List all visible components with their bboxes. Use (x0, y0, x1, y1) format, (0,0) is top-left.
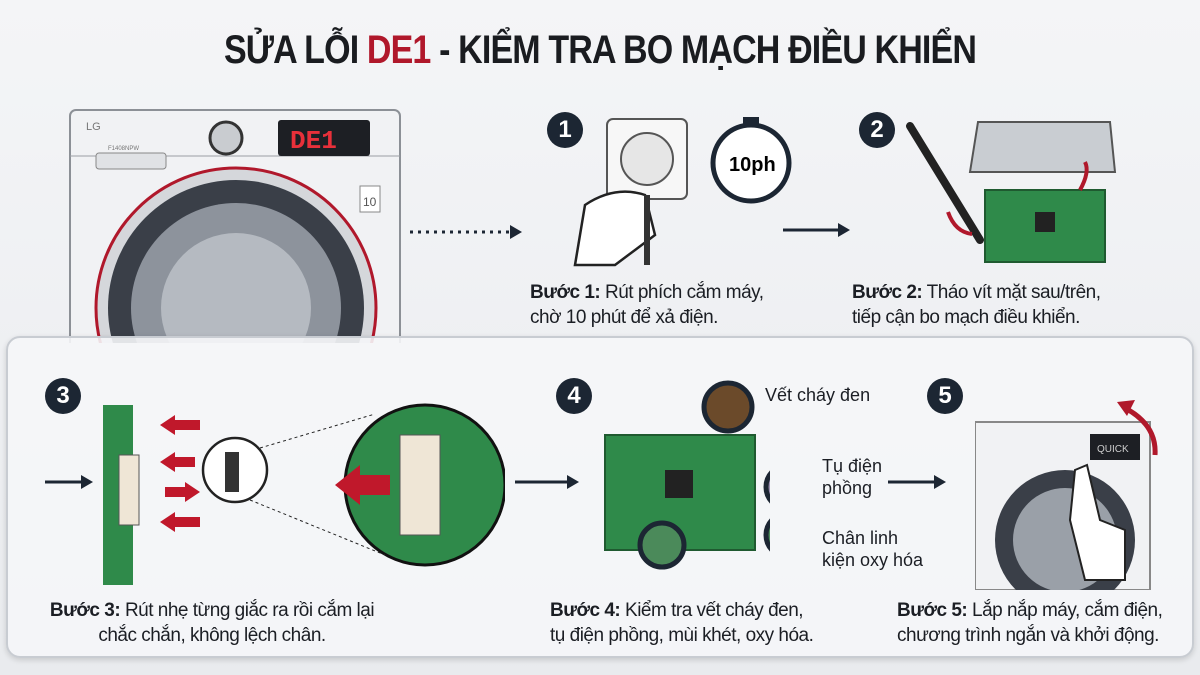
step-5-number: 5 (927, 378, 963, 414)
step-5-caption: Bước 5: Lắp nắp máy, cắm điện,chương trì… (897, 600, 1163, 646)
pcb-inspection-illustration (604, 380, 770, 570)
callout-oxidation: Chân linh kiện oxy hóa (822, 528, 924, 570)
arrow-right-icon (783, 223, 850, 237)
svg-text:QUICK: QUICK (1097, 444, 1129, 455)
arrow-right-icon (888, 475, 946, 489)
step-1-caption: Bước 1: Rút phích cắm máy,chờ 10 phút để… (530, 282, 764, 328)
arrow-right-icon (515, 475, 579, 489)
step-2-number: 2 (859, 112, 895, 148)
restart-washer-illustration: QUICK (975, 400, 1158, 590)
step-1-number: 1 (547, 112, 583, 148)
step-4-number: 4 (556, 378, 592, 414)
svg-text:DE1: DE1 (290, 126, 337, 156)
step-4-caption: Bước 4: Kiểm tra vết cháy đen,tụ điện ph… (550, 600, 814, 646)
step-3-caption: Bước 3: Rút nhẹ từng giắc ra rồi cắm lại… (49, 600, 375, 646)
washer-illustration: DE1 LG F1408NPW 10 (69, 109, 401, 343)
step-3-number: 3 (45, 378, 81, 414)
svg-text:LG: LG (86, 121, 101, 133)
svg-text:10: 10 (363, 195, 377, 209)
connector-illustration (45, 403, 505, 585)
unplug-illustration: 10ph (573, 117, 792, 267)
step-2-caption: Bước 2: Tháo vít mặt sau/trên,tiếp cận b… (852, 282, 1101, 328)
dotted-arrow-icon (410, 225, 522, 239)
page-title: SỬA LỖI DE1 - KIỂM TRA BO MẠCH ĐIỀU KHIỂ… (223, 28, 977, 72)
callout-capacitor: Tụ điện phồng (822, 456, 883, 498)
svg-text:10ph: 10ph (729, 154, 776, 176)
open-cover-illustration (906, 121, 1117, 263)
callout-burn: Vết cháy đen (765, 385, 871, 405)
svg-text:F1408NPW: F1408NPW (108, 146, 139, 152)
